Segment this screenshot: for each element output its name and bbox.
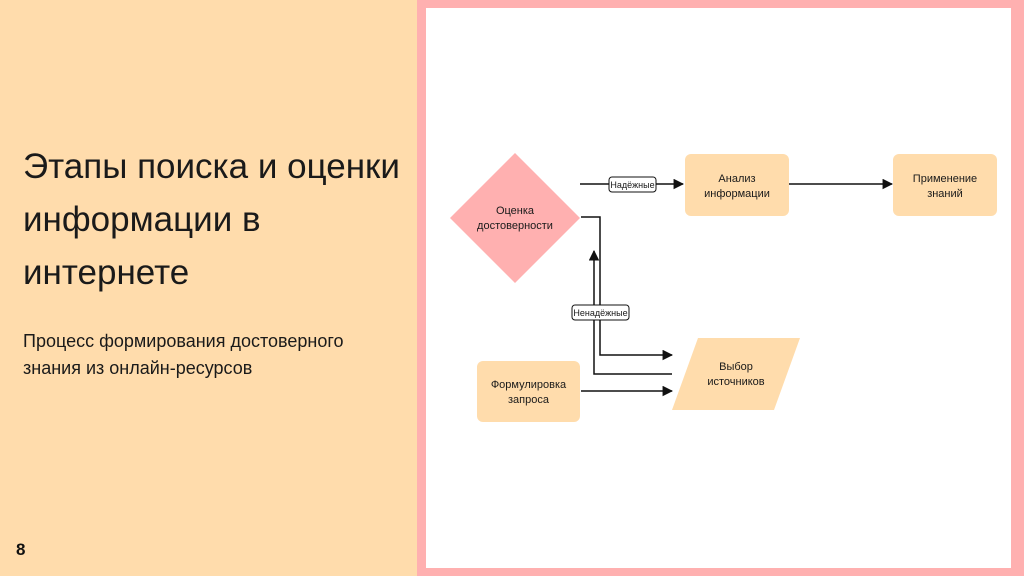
node-reliability-line2: достоверности: [477, 220, 553, 232]
edge-unreliable: [581, 216, 674, 361]
node-analysis: Анализ информации: [685, 154, 789, 216]
node-application: Применение знаний: [893, 154, 997, 216]
edge-label-unreliable: Ненадёжные: [571, 304, 630, 321]
node-reliability: Оценка достоверности: [450, 153, 580, 283]
slide-subtitle: Процесс формирования достоверного знания…: [23, 331, 344, 378]
slide-title: Этапы поиска и оценки информации в интер…: [23, 147, 400, 292]
title-panel: Этапы поиска и оценки информации в интер…: [0, 0, 417, 576]
edge-label-unreliable-text: Ненадёжные: [573, 308, 627, 318]
node-query-line2: запроса: [508, 394, 550, 406]
node-analysis-line2: информации: [704, 188, 770, 200]
edge-sources-to-reliability: [588, 249, 672, 375]
node-query-line1: Формулировка: [491, 379, 567, 391]
edge-label-reliable-text: Надёжные: [610, 180, 654, 190]
node-reliability-line1: Оценка: [496, 205, 535, 217]
node-sources: Выбор источников: [672, 338, 800, 410]
diagram-frame: Надёжные Ненадёжные Оценка достоверности…: [417, 0, 1024, 576]
edge-label-reliable: Надёжные: [608, 176, 657, 193]
node-application-line2: знаний: [927, 188, 963, 200]
node-sources-line1: Выбор: [719, 361, 753, 373]
page-number: 8: [16, 540, 26, 559]
flowchart: Надёжные Ненадёжные Оценка достоверности…: [450, 153, 997, 422]
node-query: Формулировка запроса: [477, 361, 580, 422]
node-analysis-line1: Анализ: [718, 173, 755, 185]
edges: [580, 178, 894, 397]
diagram-canvas: Надёжные Ненадёжные Оценка достоверности…: [426, 8, 1011, 568]
node-sources-line2: источников: [707, 376, 764, 388]
node-application-line1: Применение: [913, 173, 977, 185]
